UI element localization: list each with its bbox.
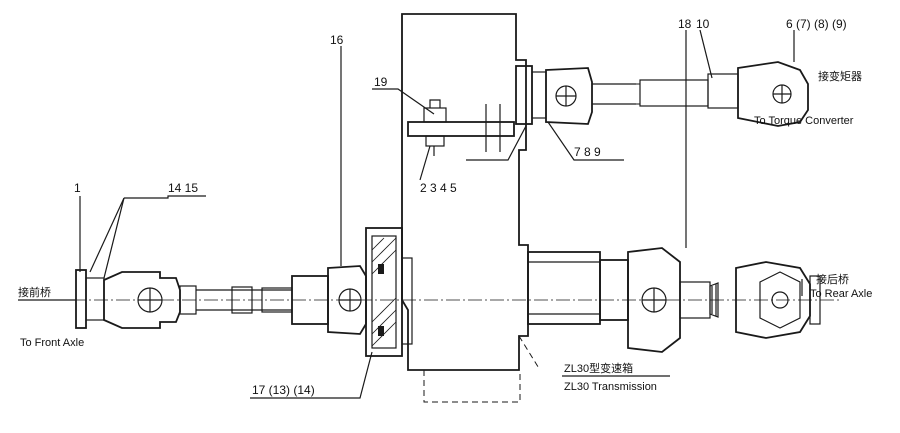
front-axle-label-zh: 接前桥 — [18, 285, 51, 299]
rear-axle-label-zh: 接后桥 — [816, 273, 849, 286]
callout-6-9: 6 (7) (8) (9) — [786, 17, 847, 31]
front-axle-flange — [75, 269, 87, 329]
leader-lines — [18, 29, 803, 399]
transmission-label-zh: ZL30型变速箱 — [564, 361, 633, 375]
transmission-label-en: ZL30 Transmission — [564, 381, 657, 393]
torque-converter-shaft — [515, 61, 809, 127]
callout-16: 16 — [330, 33, 344, 47]
callout-2-5: 2 3 4 5 — [420, 181, 457, 195]
callout-14-15: 14 15 — [168, 181, 198, 195]
callout-7-9: 7 8 9 — [574, 145, 601, 159]
torque-converter-label-zh: 接变矩器 — [818, 69, 862, 83]
torque-converter-label-en: To Torque Converter — [754, 115, 854, 127]
torque-converter-yoke — [737, 61, 809, 127]
callout-1: 1 — [74, 181, 81, 195]
front-axle-label-en: To Front Axle — [20, 337, 84, 349]
rear-axle-label-en: To Rear Axle — [810, 288, 872, 300]
callout-19: 19 — [374, 75, 388, 89]
transmission-housing — [401, 13, 541, 403]
rear-drive-shaft — [527, 247, 821, 353]
upper-universal-joint — [545, 67, 593, 125]
callout-10: 10 — [696, 17, 710, 31]
mounting-bracket — [407, 99, 515, 156]
callout-18: 18 — [678, 17, 692, 31]
rear-universal-joint — [627, 247, 681, 353]
front-output-flange — [365, 227, 413, 357]
callout-17: 17 (13) (14) — [252, 383, 315, 397]
